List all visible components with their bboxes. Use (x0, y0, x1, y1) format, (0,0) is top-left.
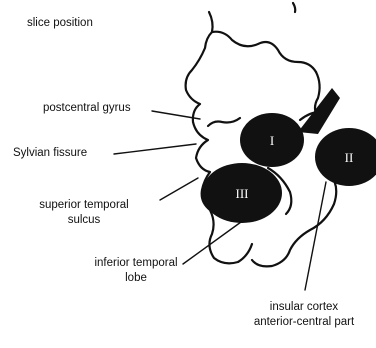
region-1-label: I (270, 133, 274, 148)
region-2-label: II (345, 150, 354, 165)
label-sylvian-fissure: Sylvian fissure (13, 146, 87, 161)
label-superior-temporal-sulcus-line2: sulcus (30, 213, 138, 228)
region-3-label: III (236, 186, 249, 201)
label-insular-cortex-line1: insular cortex (240, 300, 368, 315)
label-postcentral-gyrus: postcentral gyrus (43, 101, 131, 116)
leader-insular-cortex (305, 182, 326, 290)
label-inferior-temporal-lobe: inferior temporal lobe (82, 256, 190, 286)
internal-gyrus (208, 118, 240, 126)
label-inferior-temporal-lobe-line1: inferior temporal (82, 256, 190, 271)
slice-mark-left (209, 12, 213, 32)
leader-inferior-temporal-lobe (183, 222, 241, 264)
label-inferior-temporal-lobe-line2: lobe (82, 271, 190, 286)
upper-contour (212, 32, 316, 72)
leader-superior-temporal-sulcus (160, 178, 198, 200)
label-insular-cortex-line2: anterior-central part (240, 315, 368, 330)
leader-sylvian-fissure (114, 144, 196, 154)
slice-mark-right (293, 3, 295, 12)
label-insular-cortex: insular cortex anterior-central part (240, 300, 368, 330)
label-superior-temporal-sulcus: superior temporal sulcus (30, 198, 138, 228)
label-superior-temporal-sulcus-line1: superior temporal (30, 198, 138, 213)
label-slice-position: slice position (27, 16, 93, 31)
